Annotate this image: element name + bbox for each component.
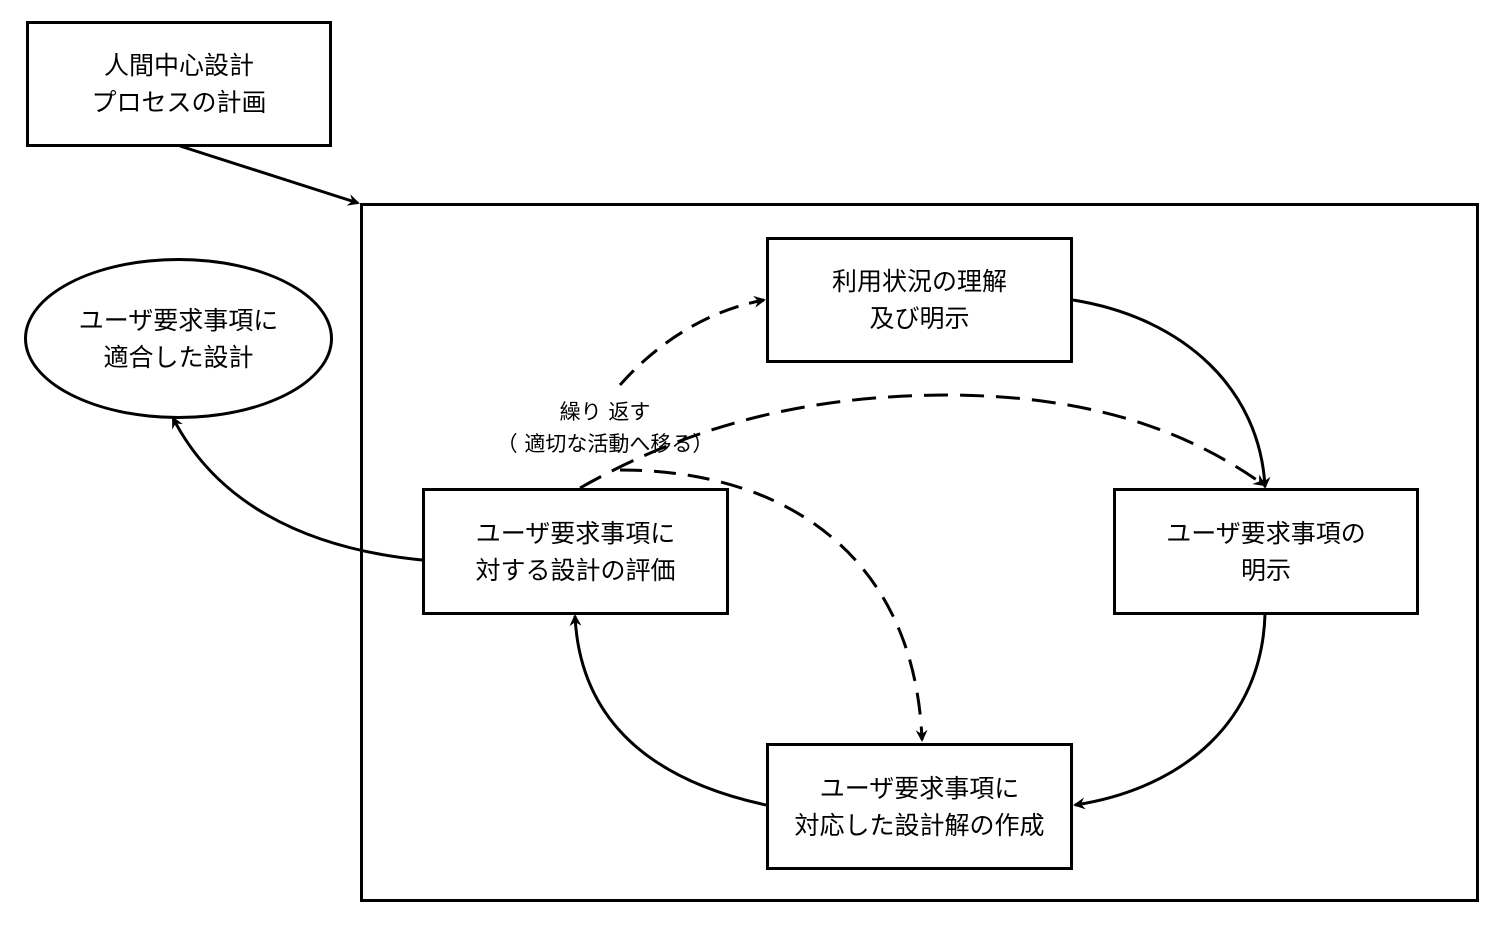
node-evaluate-line1: ユーザ要求事項に xyxy=(475,518,676,548)
iterate-label-line2: （ 適切な活動へ移る） xyxy=(496,432,714,456)
node-design-line1: ユーザ要求事項に xyxy=(819,773,1020,803)
node-plan-line2: プロセスの計画 xyxy=(91,88,267,117)
node-context-line2: 及び明示 xyxy=(869,304,970,333)
node-context: 利用状況の理解 及び明示 xyxy=(766,237,1073,363)
node-plan: 人間中心設計 プロセスの計画 xyxy=(26,21,332,147)
edge-requirements-to-design xyxy=(1073,613,1267,810)
iterate-label: 繰り 返す （ 適切な活動へ移る） xyxy=(470,396,740,460)
edge-evaluate-to-requirements-dashed xyxy=(579,393,1266,490)
edge-plan-to-frame xyxy=(179,144,360,206)
node-evaluate-line2: 対する設計の評価 xyxy=(475,555,676,585)
node-result-line1: ユーザ要求事項に xyxy=(78,305,279,335)
process-frame xyxy=(360,203,1479,902)
node-evaluate: ユーザ要求事項に 対する設計の評価 xyxy=(422,488,729,615)
node-context-line1: 利用状況の理解 xyxy=(831,267,1007,296)
node-requirements-line1: ユーザ要求事項の xyxy=(1166,518,1366,548)
node-requirements: ユーザ要求事項の 明示 xyxy=(1113,488,1419,615)
edge-evaluate-to-result xyxy=(171,416,423,562)
node-design-line2: 対応した設計解の作成 xyxy=(794,810,1045,840)
node-plan-line1: 人間中心設計 xyxy=(103,51,254,80)
node-result-line2: 適合した設計 xyxy=(103,342,254,372)
edge-design-to-evaluate xyxy=(569,614,767,807)
node-result: ユーザ要求事項に 適合した設計 xyxy=(24,258,333,419)
edge-evaluate-to-design-dashed xyxy=(619,468,928,742)
node-design: ユーザ要求事項に 対応した設計解の作成 xyxy=(766,743,1073,870)
iterate-label-line1: 繰り 返す xyxy=(559,400,651,424)
edge-context-to-requirements xyxy=(1072,298,1271,489)
node-requirements-line2: 明示 xyxy=(1240,555,1291,585)
